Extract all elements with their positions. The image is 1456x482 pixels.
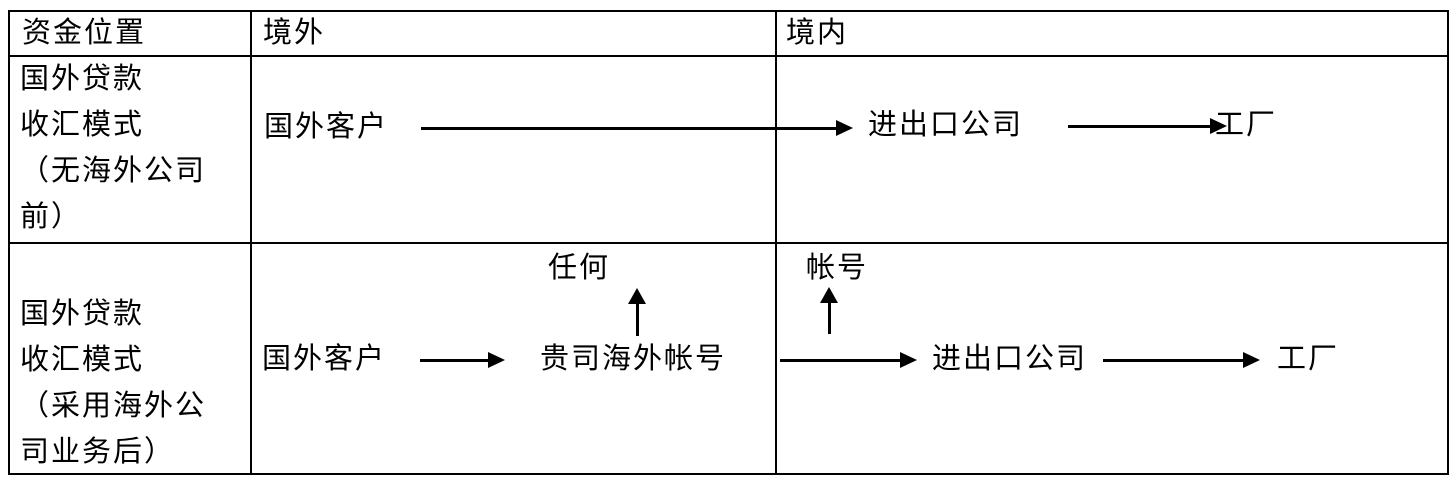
row-divider (8, 242, 1449, 244)
row2-account-label: 帐号 (806, 250, 869, 284)
header-cell-domestic: 境内 (786, 15, 849, 49)
row1-label-line: （无海外公司 (20, 153, 207, 187)
row2-overseas-account-node: 贵司海外帐号 (540, 341, 727, 375)
row2-any-label: 任何 (548, 250, 611, 284)
header-cell-fund-location: 资金位置 (22, 15, 147, 49)
arrow-head-right-icon (488, 352, 505, 368)
arrow-shaft (1103, 358, 1243, 362)
arrow-shaft (1068, 124, 1210, 128)
row2-arrow-company-to-factory (1103, 351, 1260, 369)
header-cell-overseas: 境外 (263, 15, 326, 49)
row2-import-export-company-node: 进出口公司 (932, 341, 1088, 375)
row2-up-arrow-account (819, 287, 839, 334)
row2-up-arrow-any (627, 288, 647, 336)
row2-factory-node: 工厂 (1277, 341, 1340, 375)
arrow-shaft (827, 303, 831, 334)
arrow-shaft (421, 126, 836, 130)
row1-overseas-customer-node: 国外客户 (264, 109, 389, 143)
row2-arrow-to-import-export-company (780, 351, 917, 369)
arrow-head-right-icon (1210, 118, 1227, 134)
row1-label-line: 国外贷款 (20, 61, 145, 95)
row1-factory-node: 工厂 (1215, 107, 1278, 141)
row1-arrow-customer-to-company (421, 119, 853, 137)
arrow-shaft (635, 304, 639, 336)
row1-label-line: 前） (20, 199, 83, 233)
row2-label-line: 收汇模式 (20, 342, 145, 376)
header-divider (8, 55, 1449, 57)
arrow-head-right-icon (1243, 352, 1260, 368)
row2-label-line: 司业务后） (20, 434, 176, 468)
row1-label-line: 收汇模式 (20, 107, 145, 141)
row2-arrow-customer-to-account (420, 351, 505, 369)
row2-label-line: 国外贷款 (20, 296, 145, 330)
row2-label-line: （采用海外公 (20, 388, 207, 422)
arrow-head-right-icon (900, 352, 917, 368)
arrow-shaft (780, 358, 900, 362)
row2-overseas-customer-node: 国外客户 (262, 341, 387, 375)
row2-label: 国外贷款 收汇模式 （采用海外公 司业务后） (20, 290, 206, 474)
arrow-head-up-icon (820, 287, 838, 303)
arrow-head-right-icon (836, 120, 853, 136)
arrow-shaft (420, 358, 488, 362)
row1-label: 国外贷款 收汇模式 （无海外公司 前） (20, 55, 206, 239)
row1-import-export-company-node: 进出口公司 (868, 107, 1024, 141)
arrow-head-up-icon (628, 288, 646, 304)
row1-arrow-company-to-factory (1068, 117, 1227, 135)
